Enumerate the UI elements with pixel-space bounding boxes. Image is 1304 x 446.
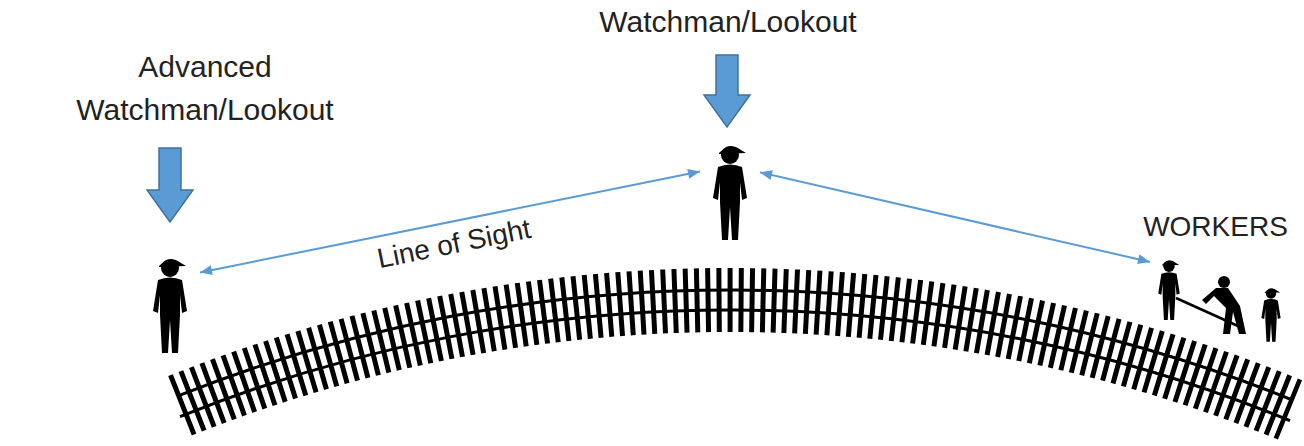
line-of-sight-arrow bbox=[200, 169, 700, 275]
pointer-arrow bbox=[147, 148, 193, 222]
connector-line bbox=[760, 172, 1150, 262]
node-label: Watchman/Lookout bbox=[588, 0, 868, 43]
line-of-sight-arrow bbox=[760, 170, 1150, 264]
watchman-group: Watchman/Lookout bbox=[588, 0, 868, 242]
person-silhouette bbox=[713, 146, 747, 240]
arrow-head bbox=[1137, 254, 1150, 264]
watchman-group: Advanced Watchman/Lookout bbox=[75, 45, 335, 355]
node-label: WORKERS bbox=[1128, 209, 1303, 245]
workers-group: WORKERS bbox=[1128, 209, 1303, 349]
arrow-head bbox=[760, 170, 773, 180]
pointer-arrow bbox=[704, 55, 750, 127]
person-silhouette bbox=[153, 259, 187, 353]
workers-silhouettes bbox=[1158, 261, 1280, 342]
arrow-head bbox=[687, 169, 700, 179]
edge-label: Line of Sight bbox=[375, 212, 534, 274]
arrow-head bbox=[200, 265, 213, 275]
railway-track bbox=[180, 290, 1290, 421]
node-label: Advanced Watchman/Lookout bbox=[75, 45, 335, 131]
connector-line bbox=[200, 172, 700, 273]
